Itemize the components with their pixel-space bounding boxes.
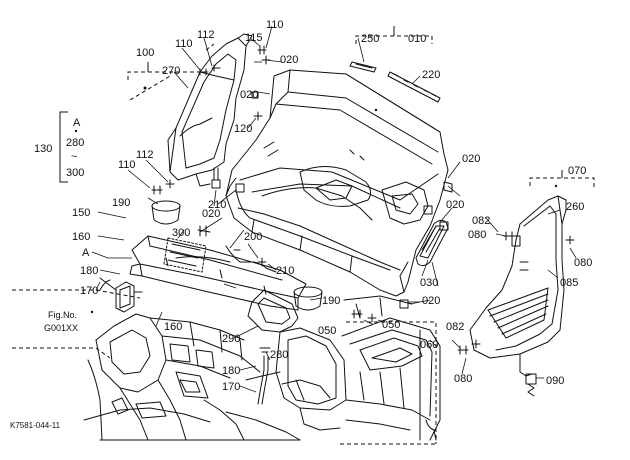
label-070[interactable]: 070 <box>568 165 586 177</box>
label-210-left[interactable]: 210 <box>208 199 226 211</box>
group-070-bracket <box>529 177 595 190</box>
label-160-visible[interactable]: 160 <box>164 321 182 333</box>
label-080-right[interactable]: 080 <box>574 257 592 269</box>
leader-lines <box>91 25 577 393</box>
label-050-visible[interactable]: 050 <box>382 319 400 331</box>
label-200[interactable]: 200 <box>244 231 262 243</box>
label-110-mid[interactable]: 110 <box>175 38 193 50</box>
label-085[interactable]: 085 <box>560 277 578 289</box>
wire-harness <box>197 225 277 273</box>
label-040[interactable]: 050 <box>318 325 336 337</box>
label-010[interactable]: 010 <box>408 33 426 45</box>
lower-bracket <box>247 289 299 333</box>
right-side-panel <box>469 195 567 377</box>
label-120[interactable]: 120 <box>234 123 252 135</box>
left-clip <box>115 281 143 313</box>
label-180-right[interactable]: 180 <box>222 365 240 377</box>
label-130[interactable]: 130 <box>34 143 52 155</box>
label-110-top[interactable]: 110 <box>266 19 284 31</box>
mesh-panel[interactable] <box>163 237 207 273</box>
bracket-line-a: A <box>73 117 81 129</box>
label-080-top[interactable]: 080 <box>468 229 486 241</box>
label-260[interactable]: 260 <box>566 201 584 213</box>
label-210-right[interactable]: 210 <box>276 265 294 277</box>
rod-right <box>257 347 271 405</box>
figref-outline <box>12 289 141 299</box>
cup-left <box>151 200 181 225</box>
parts-artwork <box>83 33 575 441</box>
grip-handle <box>415 219 449 267</box>
label-170-left[interactable]: 170 <box>80 285 98 297</box>
label-140[interactable]: 150 <box>72 207 90 219</box>
label-180-left[interactable]: 180 <box>80 265 98 277</box>
right-panel-hardware <box>457 231 575 397</box>
leader-dots <box>74 86 558 314</box>
cargo-bed <box>225 69 449 297</box>
chassis-right <box>245 295 441 441</box>
left-panel-hardware <box>151 45 271 195</box>
label-090[interactable]: 090 <box>546 375 564 387</box>
label-280[interactable]: 280 <box>270 349 288 361</box>
label-030[interactable]: 030 <box>420 277 438 289</box>
label-020-e[interactable]: 020 <box>446 199 464 211</box>
label-020-f[interactable]: 020 <box>422 295 440 307</box>
label-115[interactable]: 115 <box>245 32 263 44</box>
bracket-line-tilde: ~ <box>71 151 77 163</box>
label-020-c[interactable]: 020 <box>202 208 220 220</box>
label-020-a[interactable]: 020 <box>280 54 298 66</box>
left-side-panel <box>167 33 253 187</box>
label-170-right[interactable]: 170 <box>222 381 240 393</box>
label-150[interactable]: 160 <box>72 231 90 243</box>
rear-strips <box>349 61 441 103</box>
label-080-bottom[interactable]: 080 <box>454 373 472 385</box>
figref-line2[interactable]: G001XX <box>44 323 78 333</box>
bed-hardware <box>351 181 453 323</box>
rod-left <box>99 277 117 291</box>
figref-line1: Fig.No. <box>48 310 77 320</box>
label-220[interactable]: 220 <box>422 69 440 81</box>
part-labels: 110 115 112 110 100 270 020 020 120 250 … <box>10 19 592 430</box>
label-a-ref[interactable]: A <box>82 247 90 259</box>
label-082-bottom[interactable]: 082 <box>446 321 464 333</box>
label-190-left[interactable]: 190 <box>112 197 130 209</box>
label-110-low[interactable]: 110 <box>118 159 136 171</box>
group-outlines <box>12 26 595 445</box>
label-020-b[interactable]: 020 <box>240 89 258 101</box>
label-300[interactable]: 300 <box>172 227 190 239</box>
label-250[interactable]: 250 <box>361 33 379 45</box>
bracket-line-300: 300 <box>66 167 84 179</box>
label-112-top[interactable]: 112 <box>197 29 215 41</box>
footer-code: K7581-044-11 <box>10 421 61 430</box>
cup-right <box>293 286 323 311</box>
bracket-line-280: 280 <box>66 137 84 149</box>
label-020-d[interactable]: 020 <box>462 153 480 165</box>
front-crossbar <box>129 235 307 311</box>
group-100-bracket <box>127 71 204 80</box>
label-100[interactable]: 100 <box>136 47 154 59</box>
label-082-top[interactable]: 082 <box>472 215 490 227</box>
label-112-mid[interactable]: 112 <box>136 149 154 161</box>
label-190-right[interactable]: 190 <box>322 295 340 307</box>
group-130-bracket <box>59 111 68 183</box>
label-290[interactable]: 290 <box>222 333 240 345</box>
label-060[interactable]: 060 <box>420 339 438 351</box>
label-270[interactable]: 270 <box>162 65 180 77</box>
chassis-frame <box>83 313 301 441</box>
